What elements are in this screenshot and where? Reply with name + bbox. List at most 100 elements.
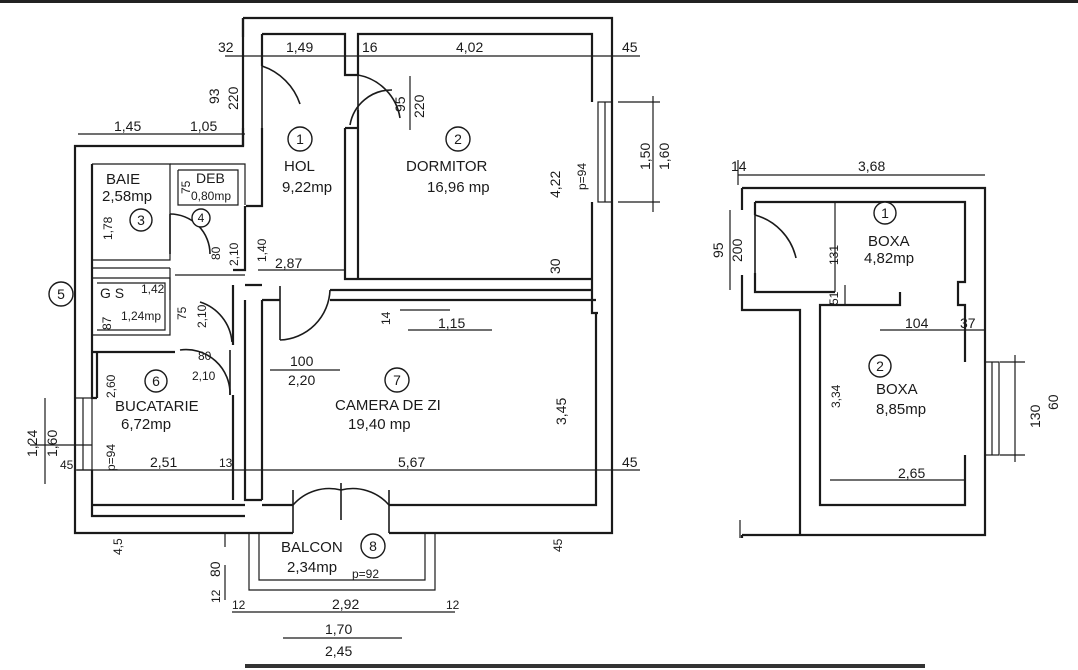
dimension-label: 1,50: [637, 143, 653, 170]
dimension-label: 3,45: [553, 398, 569, 425]
room-number-circle: [445, 126, 471, 152]
room-name-baie: BAIE: [106, 171, 140, 188]
room-number-circle: [48, 281, 74, 307]
dimension-label: 30: [547, 258, 563, 274]
dimension-label: 100: [290, 353, 314, 369]
room-number: 2: [876, 358, 884, 374]
dimension-label: 220: [225, 86, 241, 110]
dimension-label: 130: [1027, 404, 1043, 428]
room-number-circle: [191, 208, 211, 228]
room-area-balcon: 2,34mp: [287, 559, 337, 576]
dimension-label: 1,45: [114, 118, 141, 134]
room-number: 8: [369, 538, 377, 554]
dimension-label: 75: [175, 306, 189, 320]
dimension-label: 12: [446, 598, 460, 612]
dimension-label: 60: [1045, 394, 1061, 410]
dimension-label: 14: [379, 311, 393, 325]
room-area-boxa-1: 4,82mp: [864, 250, 914, 267]
dimension-label: 220: [411, 94, 427, 118]
dimension-label: 2,45: [325, 643, 352, 659]
room-number-circle: [287, 126, 313, 152]
room-number-circle: [144, 369, 168, 393]
apartment-walls: [73, 16, 614, 591]
window-label: p=92: [352, 567, 379, 581]
dimension-label: 1,78: [101, 216, 115, 240]
room-area-gs: 1,24mp: [121, 309, 161, 323]
dimension-label: 3,68: [858, 158, 885, 174]
room-number-circle: [360, 533, 386, 559]
dimension-label: 4,22: [547, 171, 563, 198]
dimension-label: 1,15: [438, 315, 465, 331]
dimension-label: 104: [905, 315, 929, 331]
windows: [74, 101, 613, 471]
dimension-label: 80: [209, 246, 223, 260]
dimension-label: 5,67: [398, 454, 425, 470]
window-label: p=94: [575, 163, 589, 190]
room-number-circle: [868, 354, 892, 378]
room-area-hol: 9,22mp: [282, 179, 332, 196]
room-name-dormitor: DORMITOR: [406, 158, 488, 175]
dimension-label: 2,51: [150, 454, 177, 470]
dimension-label: 80: [198, 349, 212, 363]
dimension-label: 4,02: [456, 39, 483, 55]
dimension-label: 95: [710, 242, 726, 258]
room-number: 4: [198, 211, 205, 225]
dimension-label: 16: [362, 39, 378, 55]
dimension-label: 51: [827, 291, 841, 305]
dimension-label: 45: [551, 538, 565, 552]
dimension-label: 2,10: [195, 304, 209, 328]
dimension-label: 2,87: [275, 255, 302, 271]
room-name-gs: G S: [100, 285, 124, 301]
dimension-label: 13: [219, 456, 233, 470]
room-number-circles: [48, 126, 897, 559]
room-number: 1: [881, 205, 889, 221]
dimension-label: 200: [729, 238, 745, 262]
room-area-camera: 19,40 mp: [348, 416, 411, 433]
room-number-circle: [129, 208, 153, 232]
dimension-label: 2,60: [104, 374, 118, 398]
room-area-deb: 0,80mp: [191, 189, 231, 203]
annex-walls: [729, 160, 1025, 538]
dimension-label: 32: [218, 39, 234, 55]
dimension-label: 1,49: [286, 39, 313, 55]
dimension-label: 93: [206, 88, 222, 104]
dimension-lines: [30, 55, 660, 639]
room-name-hol: HOL: [284, 158, 315, 175]
dimension-label: 45: [60, 458, 74, 472]
room-area-baie: 2,58mp: [102, 188, 152, 205]
dimension-label: 1,05: [190, 118, 217, 134]
dimension-label: 37: [960, 315, 976, 331]
room-number: 7: [393, 372, 401, 388]
room-name-bucatarie: BUCATARIE: [115, 398, 199, 415]
room-name-deb: DEB: [196, 170, 225, 186]
dimension-label: 1,24: [24, 430, 40, 457]
dimension-label: 4,5: [111, 538, 125, 555]
dimension-label: 80: [207, 561, 223, 577]
room-number: 2: [454, 131, 462, 147]
dimension-label: 95: [392, 96, 408, 112]
dimension-label: 45: [622, 39, 638, 55]
room-number: 3: [137, 212, 145, 228]
dimension-label: 14: [731, 158, 747, 174]
dimension-label: 1,40: [255, 238, 269, 262]
dimension-label: 2,10: [227, 242, 241, 266]
dimension-label: 12: [209, 589, 223, 603]
dimension-label: 1,60: [44, 430, 60, 457]
room-area-dormitor: 16,96 mp: [427, 179, 490, 196]
dimension-label: 1,42: [141, 282, 165, 296]
dimension-label: 1,70: [325, 621, 352, 637]
dimension-label: 3,34: [829, 384, 843, 408]
room-name-balcon: BALCON: [281, 539, 343, 556]
dimension-label: 2,20: [288, 372, 315, 388]
dimension-label: 131: [827, 245, 841, 265]
room-number-circle: [384, 367, 410, 393]
dimension-label: 87: [100, 316, 114, 330]
dimension-label: 45: [622, 454, 638, 470]
dimension-label: 2,92: [332, 596, 359, 612]
room-number: 1: [296, 131, 304, 147]
room-number-circle: [873, 201, 897, 225]
dimension-label: 1,60: [656, 143, 672, 170]
room-number: 6: [152, 373, 160, 389]
dimension-label: 75: [179, 180, 193, 194]
